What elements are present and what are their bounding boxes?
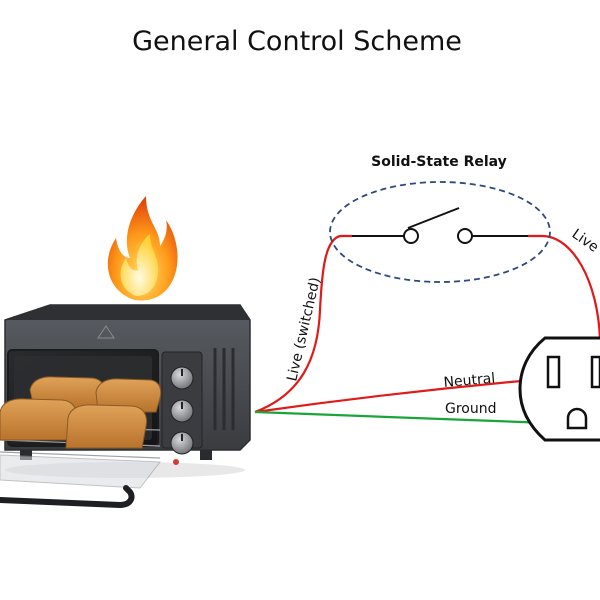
- toaster-oven-icon: [0, 304, 251, 509]
- power-indicator: [173, 459, 179, 465]
- diagram-title: General Control Scheme: [132, 26, 462, 57]
- outlet-slot-live: [590, 355, 600, 389]
- relay-outline: [329, 181, 551, 283]
- ground-label: Ground: [445, 401, 497, 417]
- temperature-knob: [170, 366, 194, 390]
- outlet-ground-hole: [566, 407, 588, 430]
- live-wire: [528, 234, 600, 341]
- neutral-label: Neutral: [443, 371, 496, 391]
- toast-slice: [95, 378, 162, 413]
- ground-wire: [254, 410, 576, 426]
- timer-knob: [170, 431, 194, 455]
- door-handle: [0, 485, 135, 509]
- outlet-icon: [518, 336, 600, 442]
- oven-door: [0, 454, 161, 489]
- flame-icon: [107, 196, 178, 301]
- live-switched-wire: [254, 234, 352, 414]
- switch-icon: [352, 207, 528, 244]
- wiring: [254, 234, 600, 426]
- toast-slice: [0, 398, 77, 441]
- solid-state-relay: Solid-State Relay: [329, 154, 551, 283]
- relay-label: Solid-State Relay: [371, 154, 507, 170]
- toast-slice: [65, 404, 147, 449]
- neutral-wire: [254, 376, 556, 414]
- outlet-slot-neutral: [546, 355, 561, 389]
- function-knob: [170, 399, 194, 423]
- live-label: Live: [569, 226, 600, 256]
